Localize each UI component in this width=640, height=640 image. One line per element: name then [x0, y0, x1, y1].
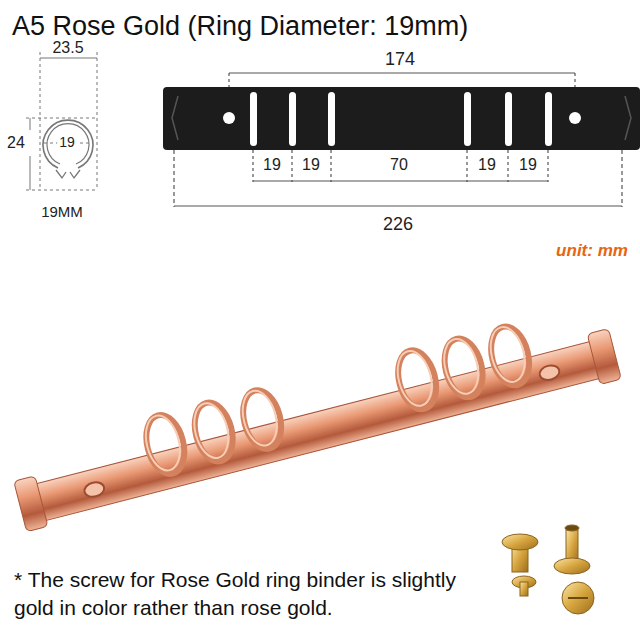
ring-side-view: [26, 52, 97, 190]
dimension-label: 19: [478, 156, 496, 174]
dimension-label: 19: [57, 135, 77, 150]
note-text: * The screw for Rose Gold ring binder is…: [14, 566, 492, 623]
dimension-lines: [174, 73, 622, 207]
dimension-label: 19: [302, 156, 320, 174]
dimension-label: 70: [390, 156, 408, 174]
title: A5 Rose Gold (Ring Diameter: 19mm): [12, 12, 468, 42]
screws: [502, 525, 594, 614]
dimension-label: 174: [385, 50, 415, 70]
unit-note: unit: mm: [556, 242, 628, 261]
binder-bar-plan: [163, 87, 640, 150]
dimension-label: 19: [519, 156, 537, 174]
dimension-label: 19: [263, 156, 281, 174]
dimension-label: 19MM: [41, 204, 83, 221]
ring-binder-photo: [7, 301, 622, 531]
dimension-label: 226: [383, 215, 413, 235]
dimension-label: 24: [7, 134, 25, 152]
dimension-label: 23.5: [52, 39, 83, 57]
